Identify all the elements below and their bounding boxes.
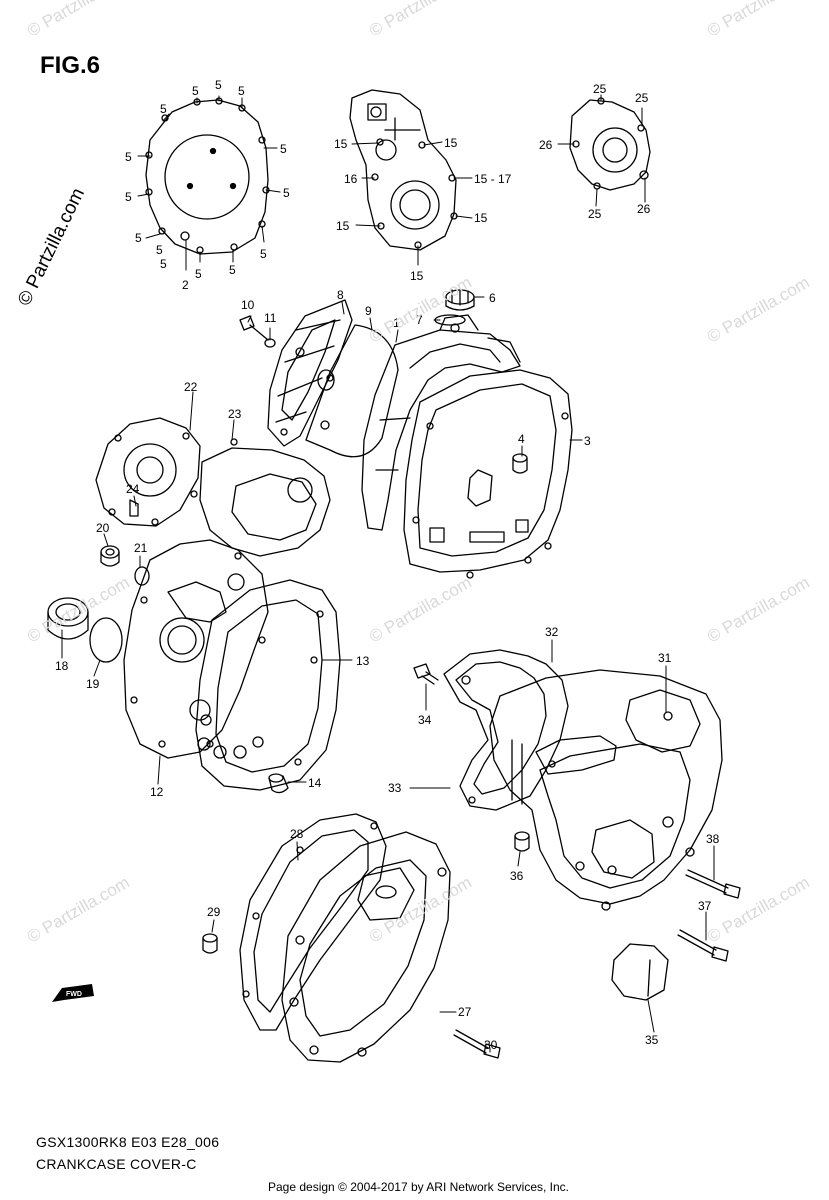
callout-label: 10: [241, 298, 255, 312]
fwd-label: FWD: [66, 991, 82, 998]
callout-label: 18: [55, 659, 69, 673]
clutch-gasket-part: [403, 369, 573, 579]
figure-title: FIG.6: [40, 52, 101, 79]
callout-label: 27: [458, 1005, 472, 1019]
callout-label: 15: [410, 269, 424, 283]
callout-label: 34: [418, 713, 432, 727]
callout-label: 8: [337, 288, 344, 302]
large-o-ring-part: [89, 617, 123, 663]
callout-label: 13: [356, 654, 370, 668]
starter-cover-part: [569, 97, 651, 191]
callout-label: 5: [215, 78, 222, 92]
callout-label: 32: [545, 625, 559, 639]
dowel-36-part: [514, 831, 530, 852]
callout-label: 26: [539, 138, 553, 152]
callout-label: 5: [156, 243, 163, 257]
callout-label: 24: [126, 482, 140, 496]
callout-label: 4: [518, 432, 525, 446]
callout-label: 5: [160, 257, 167, 271]
callout-label: 29: [207, 905, 221, 919]
callout-label: 38: [706, 832, 720, 846]
section-title: CRANKCASE COVER-C: [36, 1156, 197, 1172]
cover-gasket-right-part: [443, 649, 569, 811]
callout-label: 11: [264, 311, 277, 325]
callout-label: 36: [510, 869, 524, 883]
callout-label: 23: [228, 407, 242, 421]
callout-label: 5: [192, 84, 199, 98]
grommet-part: [611, 943, 669, 1001]
callout-label: 21: [134, 541, 148, 555]
callout-label: 16: [344, 172, 358, 186]
leader-lines: [61, 94, 715, 1053]
crankcase-cover-part: [123, 539, 269, 759]
plug-part: [100, 545, 120, 567]
bolt-30-part: [453, 1029, 501, 1059]
callout-label: 28: [290, 827, 304, 841]
callout-label: 15: [334, 137, 348, 151]
bolt-38-part: [685, 869, 741, 899]
fwd-arrow-icon: FWD: [52, 984, 94, 1002]
callout-label: 31: [658, 651, 672, 665]
clutch-cover-part: [145, 97, 270, 255]
copyright-text: Page design © 2004-2017 by ARI Network S…: [268, 1180, 570, 1194]
callout-label: 33: [388, 781, 402, 795]
callout-label: 12: [150, 785, 164, 799]
dowel-pin-part: [467, 453, 528, 507]
screen-part: [267, 299, 353, 447]
callout-label: 25: [588, 207, 602, 221]
callout-label: 22: [184, 380, 198, 394]
callout-label: 5: [135, 231, 142, 245]
water-pump-cover-part: [95, 417, 201, 527]
generator-cover-part: [349, 89, 458, 251]
generator-gasket-part: [239, 813, 387, 1031]
callout-label: 5: [238, 84, 245, 98]
callout-label: 37: [698, 899, 712, 913]
large-plug-part: [47, 597, 89, 640]
callout-label: 5: [125, 150, 132, 164]
callout-label: 14: [308, 776, 322, 790]
callout-label: 5: [195, 267, 202, 281]
callout-label: 15 - 17: [474, 172, 512, 186]
callout-label: 5: [125, 190, 132, 204]
callout-label: 3: [584, 434, 591, 448]
callout-label: 5: [260, 247, 267, 261]
callout-label: 15: [474, 211, 488, 225]
callout-label: 20: [96, 521, 110, 535]
callout-label: 15: [336, 219, 350, 233]
callout-label: 25: [635, 91, 649, 105]
bolt-34-part: [413, 663, 439, 685]
callout-label: 2: [182, 278, 189, 292]
o-ring-small-part: [134, 566, 150, 586]
bolt-37-part: [677, 929, 729, 962]
callout-label: 1: [393, 316, 400, 330]
callout-labels: 5 5 5 5 5 5 5 5 5 5 5 5 5 2 5 15 15 16 1…: [55, 78, 720, 1052]
transmission-cover-part: [489, 669, 723, 911]
callout-label: 35: [645, 1033, 659, 1047]
callout-label: 26: [637, 202, 651, 216]
callout-label: 7: [416, 313, 423, 327]
gasket-ring-part: [305, 324, 399, 458]
callout-label: 15: [444, 136, 458, 150]
clutch-cover-body-part: [361, 314, 521, 531]
callout-label: 5: [280, 142, 287, 156]
callout-label: 6: [489, 291, 496, 305]
generator-cover-bottom-part: [281, 831, 451, 1063]
water-pump-body-part: [199, 438, 331, 557]
callout-label: 25: [593, 82, 607, 96]
dowel-29-part: [202, 933, 218, 954]
callout-label: 9: [365, 304, 372, 318]
callout-label: 5: [283, 186, 290, 200]
callout-label: 5: [229, 263, 236, 277]
cover-gasket-part: [195, 579, 341, 791]
model-code: GSX1300RK8 E03 E28_006: [36, 1134, 220, 1150]
callout-label: 19: [86, 677, 100, 691]
dowel-pin-small-part: [268, 773, 289, 794]
callout-label: 30: [484, 1038, 498, 1052]
callout-label: 5: [160, 102, 167, 116]
